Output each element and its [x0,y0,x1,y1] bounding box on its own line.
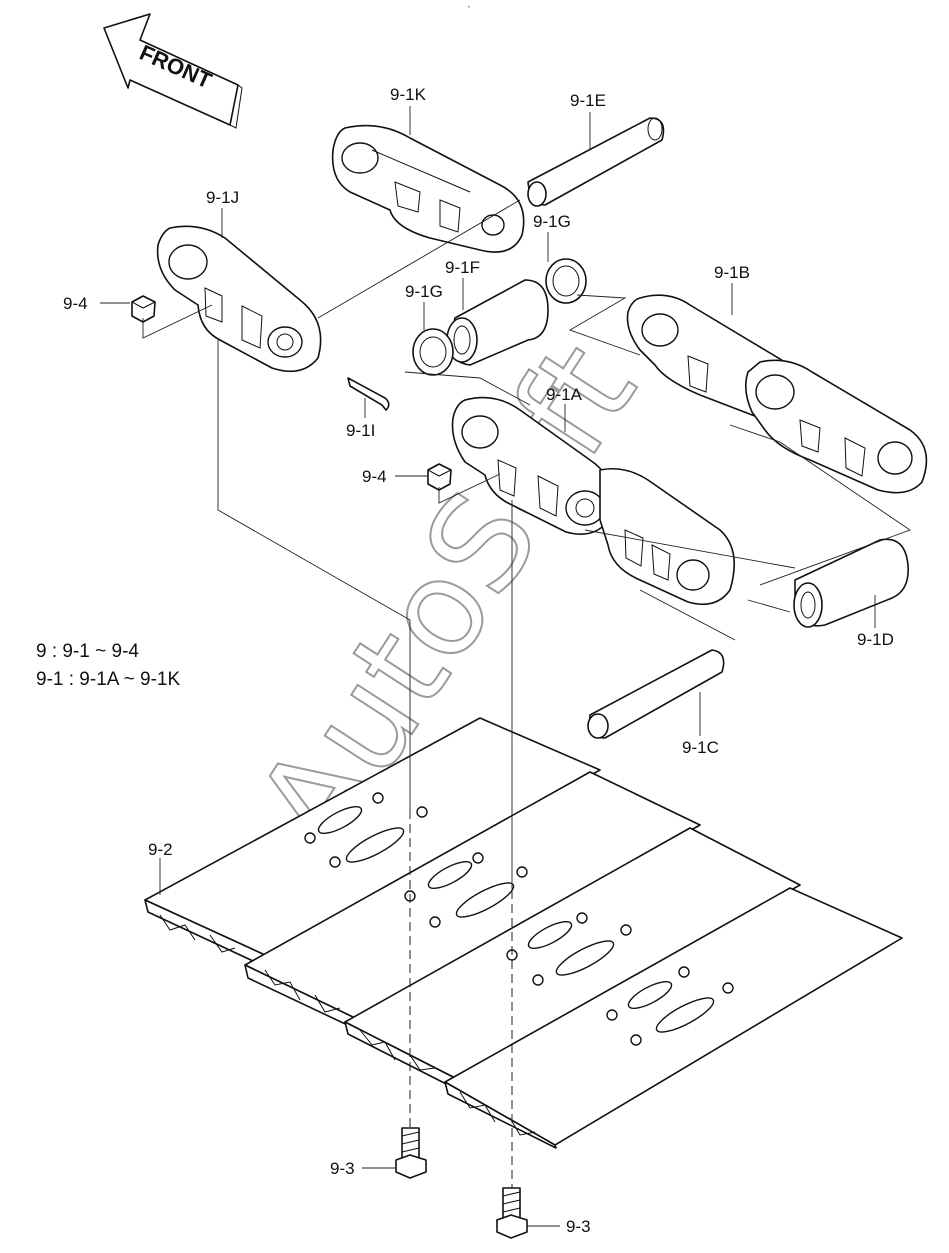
leader-lines [100,106,876,1227]
label-9-1J: 9-1J [206,188,239,207]
label-9-1E: 9-1E [570,91,606,110]
label-9-3-right: 9-3 [566,1217,591,1236]
nut-9-4-top [130,295,157,323]
note-line-1: 9 : 9-1 ~ 9-4 [36,641,139,662]
label-9-4-mid: 9-4 [362,467,387,486]
front-arrow-icon: FRONT [103,13,243,129]
label-9-1G-top: 9-1G [533,212,571,231]
label-9-1I: 9-1I [346,421,375,440]
label-9-3-left: 9-3 [330,1159,355,1178]
cotter-9-1I [347,377,390,411]
label-9-4-top: 9-4 [63,294,88,313]
seal-9-1G-top [545,258,587,304]
label-9-1F: 9-1F [445,258,480,277]
seal-9-1G-left [412,328,454,376]
bushing-9-1D [793,538,909,628]
note-line-2: 9-1 : 9-1A ~ 9-1K [36,669,180,690]
link-9-1B [626,294,928,494]
assembly-lines [142,199,911,1188]
label-9-1G-left: 9-1G [405,282,443,301]
label-9-2: 9-2 [148,840,173,859]
nut-9-4-mid [426,463,453,491]
label-9-1K: 9-1K [390,85,427,104]
label-9-1B: 9-1B [714,263,750,282]
label-9-1C: 9-1C [682,738,719,757]
pin-9-1E [527,117,665,207]
bolt-9-3-right [496,1187,528,1239]
link-9-1J [156,225,322,373]
track-shoes-9-2 [144,717,903,1149]
bolt-9-3-left [395,1127,427,1179]
label-9-1D: 9-1D [857,630,894,649]
header-mark: ∘ [466,4,471,10]
pin-9-1C [587,649,725,739]
link-9-1A [451,396,736,606]
label-9-1A: 9-1A [546,385,583,404]
link-9-1K [331,124,525,253]
bushing-9-1F [446,279,549,366]
